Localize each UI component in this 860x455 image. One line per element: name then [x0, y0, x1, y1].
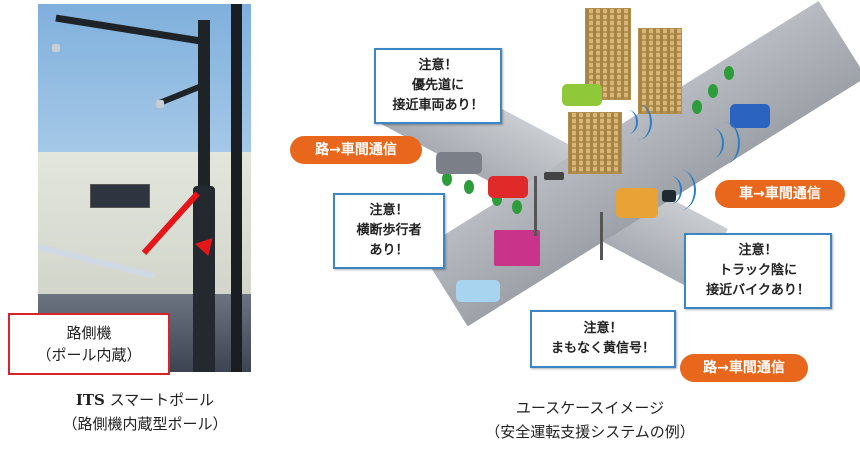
callout-line: 注意！ — [583, 321, 623, 336]
orange-truck-icon — [616, 188, 658, 218]
signal-arm — [55, 14, 205, 45]
tree-icon — [442, 172, 452, 186]
callout-line: 接近バイクあり！ — [706, 283, 810, 298]
left-caption: ITS スマートポール （路側機内蔵型ポール） — [0, 388, 290, 436]
use-case-illustration — [300, 0, 860, 385]
callout-line: 注意！ — [418, 58, 458, 73]
signal-head-icon — [52, 44, 60, 52]
building-wall — [38, 152, 251, 312]
office-building — [568, 112, 622, 174]
callout-line: 接近車両あり！ — [392, 98, 484, 113]
building-window — [90, 184, 150, 208]
traffic-light-icon — [544, 172, 564, 180]
caption-system-example: （安全運転支援システムの例） — [485, 423, 695, 441]
tree-icon — [708, 84, 718, 98]
callout-pedestrian: 注意！ 横断歩行者 あり！ — [333, 193, 445, 269]
gray-car-icon — [436, 152, 482, 174]
truck-icon — [494, 230, 540, 266]
roadside-unit-pole-2 — [600, 212, 603, 260]
callout-yellow-signal: 注意！ まもなく黄信号！ — [530, 310, 676, 368]
secondary-pole — [231, 4, 242, 372]
blue-car-icon — [730, 104, 770, 128]
tree-icon — [512, 200, 522, 214]
callout-priority-road: 注意！ 優先道に 接近車両あり！ — [374, 48, 502, 124]
pill-vehicle-to-vehicle: 車→車間通信 — [715, 180, 845, 208]
roadside-unit-pole — [534, 176, 537, 236]
callout-line: あり！ — [369, 243, 409, 258]
pill-road-to-vehicle-top: 路→車間通信 — [290, 136, 422, 164]
radio-wave-icon — [710, 122, 740, 164]
tree-icon — [492, 192, 502, 206]
callout-line: 横断歩行者 — [356, 223, 422, 238]
callout-line: まもなく黄信号！ — [550, 341, 655, 356]
tree-icon — [692, 100, 702, 114]
green-car-icon — [562, 84, 602, 106]
pill-road-to-vehicle-bottom: 路→車間通信 — [680, 354, 808, 382]
right-caption: ユースケースイメージ （安全運転支援システムの例） — [380, 396, 800, 444]
callout-line: 優先道に — [411, 78, 464, 93]
radio-wave-icon — [666, 170, 696, 210]
camera-icon — [156, 100, 164, 108]
callout-line: 注意！ — [738, 243, 778, 258]
callout-line: トラック陰に — [718, 263, 797, 278]
caption-use-case: ユースケースイメージ — [515, 399, 665, 417]
roadside-unit-label-line2: （ポール内蔵） — [36, 346, 142, 364]
apartment-building-1 — [585, 8, 631, 100]
red-car-icon — [488, 176, 528, 198]
roadside-unit-label: 路側機 （ポール内蔵） — [8, 313, 170, 375]
caption-its: ITS — [75, 391, 105, 409]
pole-roadside-unit-housing — [193, 186, 215, 372]
van-icon — [456, 280, 500, 302]
callout-motorbike: 注意！ トラック陰に 接近バイクあり！ — [684, 233, 832, 309]
tree-icon — [464, 180, 474, 194]
callout-line: 注意！ — [369, 203, 409, 218]
roadside-unit-label-line1: 路側機 — [66, 324, 112, 342]
apartment-building-2 — [638, 28, 682, 114]
caption-smart-pole: スマートポール — [104, 391, 215, 409]
radio-wave-icon — [624, 104, 652, 140]
caption-pole-type: （路側機内蔵型ポール） — [62, 415, 228, 433]
tree-icon — [724, 66, 734, 80]
